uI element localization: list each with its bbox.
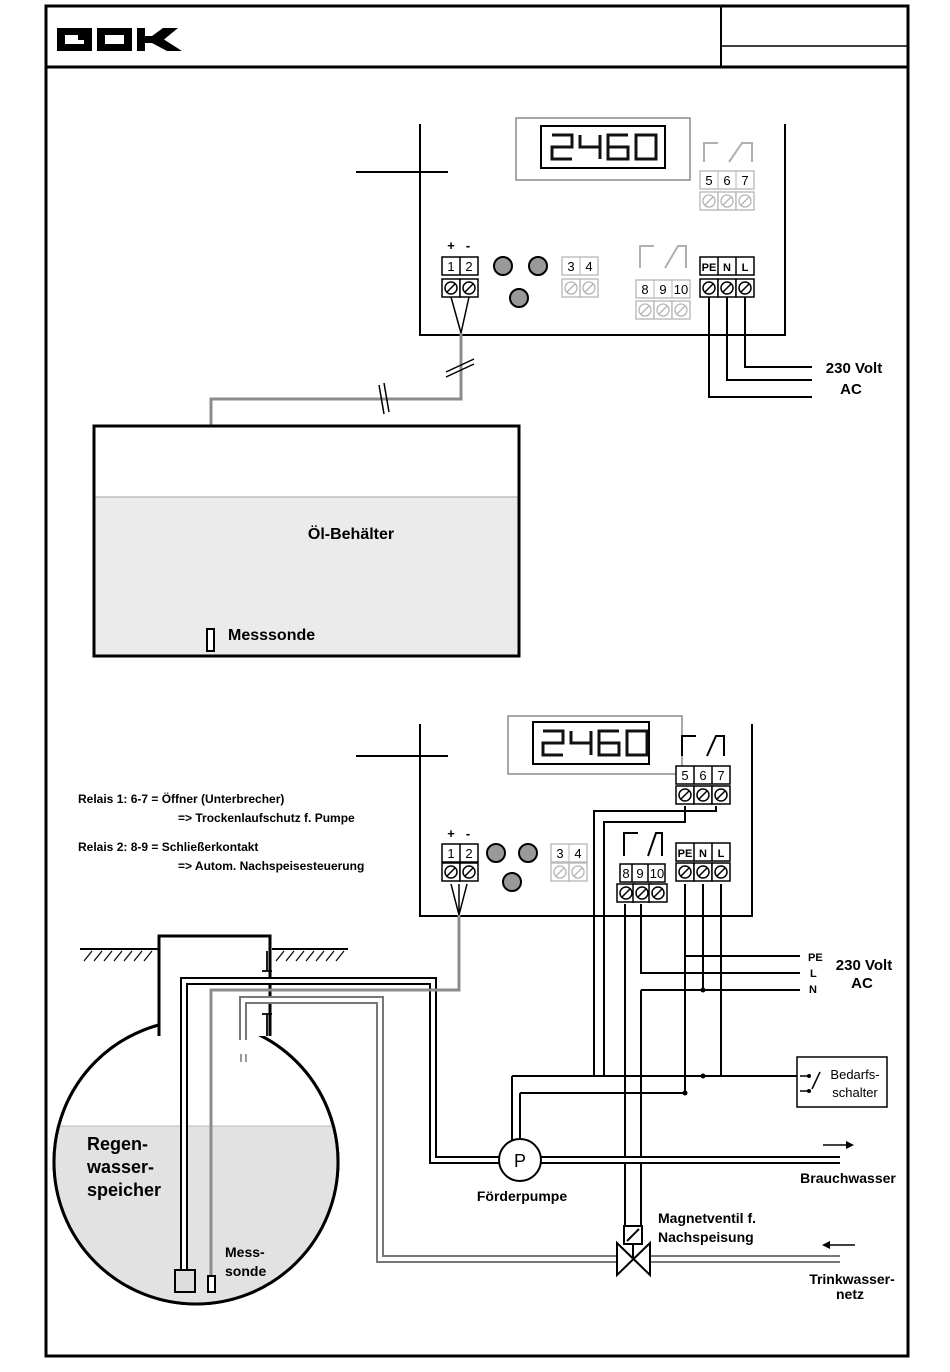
- svg-text:PE: PE: [702, 262, 717, 274]
- svg-text:5: 5: [705, 173, 712, 188]
- svg-text:3: 3: [556, 846, 563, 861]
- svg-text:1: 1: [447, 259, 454, 274]
- terminal-block-relay1: 5 6 7: [699, 170, 755, 211]
- service-water-label: Brauchwasser: [800, 1170, 896, 1186]
- bottom-terminal-block-relay1: 5 6 7: [675, 765, 731, 805]
- suction-filter: [174, 1269, 196, 1293]
- relay-notes: Relais 1: 6-7 = Öffner (Unterbrecher) =>…: [78, 791, 364, 873]
- svg-text:4: 4: [574, 846, 581, 861]
- button-2: [528, 256, 548, 276]
- oil-probe: [206, 628, 215, 652]
- svg-text:2: 2: [465, 846, 472, 861]
- tank-label-1: Regen-: [87, 1134, 148, 1154]
- button-3: [509, 288, 529, 308]
- svg-text:6: 6: [723, 173, 730, 188]
- pump-label: Förderpumpe: [477, 1188, 567, 1204]
- tank-label-2: wasser-: [86, 1157, 154, 1177]
- top-diagram: 2460 5 6 7 + - 1 2 3: [92, 117, 882, 658]
- svg-text:7: 7: [717, 768, 724, 783]
- top-power-label-1: 230 Volt: [826, 360, 882, 377]
- button-1: [493, 256, 513, 276]
- line-PE-label: PE: [808, 952, 823, 964]
- rainwater-probe: [207, 1275, 216, 1293]
- svg-text:+: +: [447, 238, 455, 253]
- page-frame: [44, 4, 910, 1358]
- gok-logo: GOK: [57, 27, 182, 58]
- valve-label-1: Magnetventil f.: [658, 1210, 756, 1226]
- svg-text:8: 8: [622, 866, 629, 881]
- svg-text:10: 10: [674, 282, 688, 297]
- svg-text:L: L: [742, 262, 749, 274]
- demand-switch-label-2: schalter: [832, 1085, 878, 1100]
- terminal-block-34: 3 4: [561, 256, 599, 298]
- rainwater-probe-label-2: sonde: [225, 1263, 266, 1279]
- terminal-block-sensor: + - 1 2: [441, 238, 479, 298]
- top-power-label-2: AC: [840, 381, 862, 398]
- terminal-block-power: PE N L: [699, 256, 755, 298]
- terminal-block-relay2: 8 9 10: [635, 279, 691, 320]
- mains-label-1: Trinkwasser-: [809, 1271, 895, 1287]
- oil-probe-label: Messsonde: [228, 627, 315, 644]
- svg-text:+: +: [447, 826, 455, 841]
- line-N-label: N: [809, 984, 817, 996]
- demand-switch-label-1: Bedarfs-: [830, 1067, 879, 1082]
- svg-text:=> Autom. Nachspeisesteuerung: => Autom. Nachspeisesteuerung: [178, 859, 364, 873]
- svg-text:5: 5: [681, 768, 688, 783]
- valve-label-2: Nachspeisung: [658, 1229, 754, 1245]
- svg-text:1: 1: [447, 846, 454, 861]
- svg-text:L: L: [718, 848, 725, 860]
- svg-text:3: 3: [567, 259, 574, 274]
- svg-text:4: 4: [585, 259, 592, 274]
- tank-label-3: speicher: [87, 1180, 161, 1200]
- demand-switch-box: [796, 1056, 888, 1108]
- svg-text:Relais 2: 8-9 = Schließerkont: Relais 2: 8-9 = Schließerkontakt: [78, 840, 258, 854]
- svg-text:N: N: [723, 262, 731, 274]
- bottom-terminal-block-sensor: + - 1 2: [441, 826, 479, 882]
- bottom-terminal-block-relay2: 8 9 10: [616, 863, 668, 903]
- svg-text:PE: PE: [678, 848, 693, 860]
- rainwater-probe-label-1: Mess-: [225, 1244, 265, 1260]
- solenoid-valve: [616, 1240, 651, 1278]
- svg-text:2: 2: [465, 259, 472, 274]
- display-digits: [550, 133, 658, 161]
- svg-text:-: -: [466, 238, 470, 253]
- line-L-label: L: [810, 968, 817, 980]
- svg-text:10: 10: [650, 866, 664, 881]
- bottom-diagram: 5 6 7 + - 1 2 3 4: [52, 715, 896, 1306]
- pump-symbol-label: P: [514, 1151, 526, 1171]
- bottom-power-label-1: 230 Volt: [836, 957, 892, 974]
- svg-text:-: -: [466, 826, 470, 841]
- bottom-terminal-block-power: PE N L: [675, 842, 731, 882]
- bottom-power-label-2: AC: [851, 975, 873, 992]
- svg-text:9: 9: [659, 282, 666, 297]
- svg-text:7: 7: [741, 173, 748, 188]
- svg-text:=> Trockenlaufschutz f. Pumpe: => Trockenlaufschutz f. Pumpe: [178, 811, 355, 825]
- svg-text:8: 8: [641, 282, 648, 297]
- mains-label-2: netz: [836, 1286, 864, 1302]
- svg-text:Relais 1: 6-7 = Öffner (Unter: Relais 1: 6-7 = Öffner (Unterbrecher): [78, 791, 284, 806]
- oil-tank-label: Öl-Behälter: [308, 524, 394, 543]
- svg-text:9: 9: [636, 866, 643, 881]
- pump-symbol: [498, 1138, 542, 1182]
- svg-text:6: 6: [699, 768, 706, 783]
- svg-text:N: N: [699, 848, 707, 860]
